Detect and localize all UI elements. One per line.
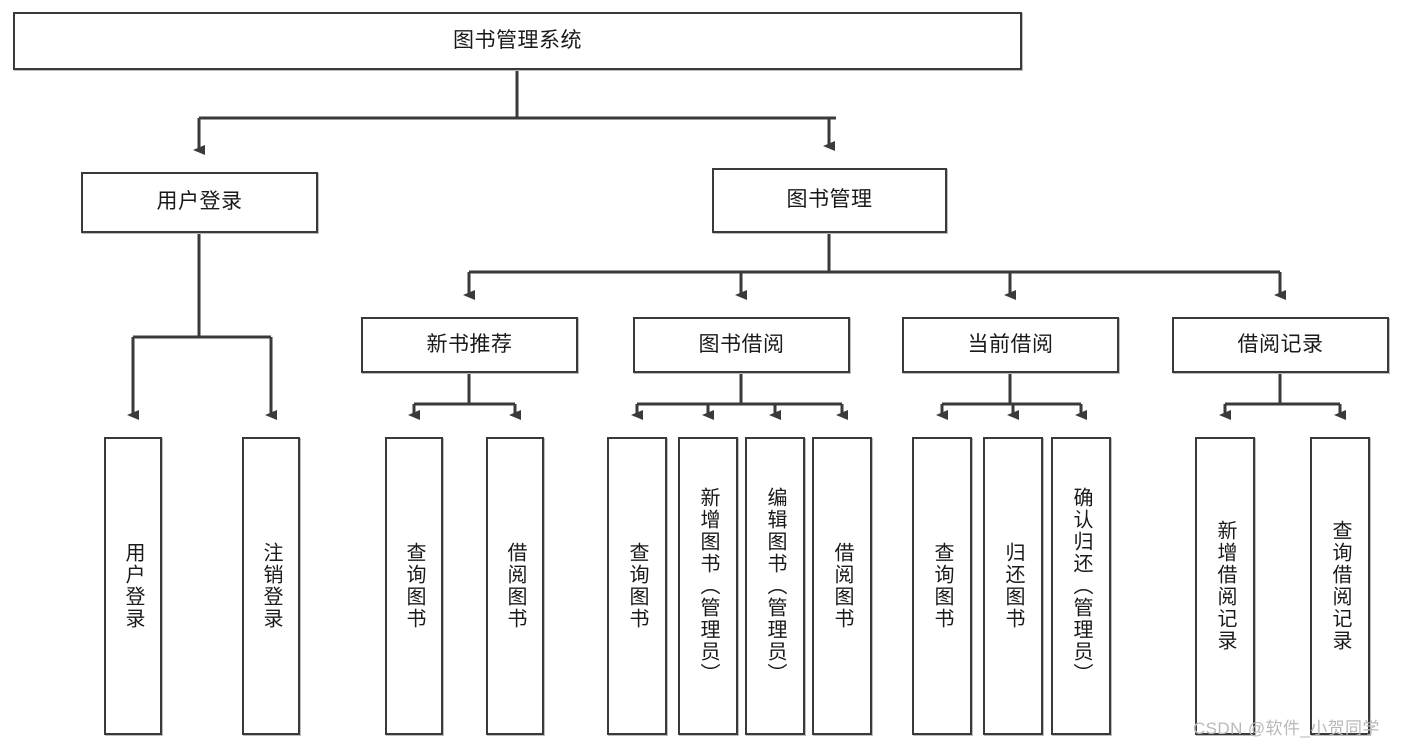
node-leaf-edit-book[interactable]: 编辑图书（管理员） — [745, 437, 805, 735]
node-book-management-label: 图书管理 — [786, 188, 873, 212]
node-book-management[interactable]: 图书管理 — [712, 168, 947, 233]
node-new-book-recommend[interactable]: 新书推荐 — [361, 317, 578, 373]
node-root[interactable]: 图书管理系统 — [13, 12, 1022, 70]
node-current-borrow[interactable]: 当前借阅 — [902, 317, 1119, 373]
node-borrow-record[interactable]: 借阅记录 — [1172, 317, 1389, 373]
edge-group-book-borrow — [631, 373, 848, 420]
edge-group-borrow-record — [1219, 373, 1346, 420]
node-leaf-add-book[interactable]: 新增图书（管理员） — [678, 437, 738, 735]
edge-group-current-borrow — [936, 373, 1087, 420]
node-leaf-user-login[interactable]: 用户登录 — [104, 437, 162, 735]
node-leaf-edit-book-label: 编辑图书（管理员） — [764, 487, 786, 685]
node-leaf-user-login-label: 用户登录 — [122, 542, 144, 630]
edge-group-user-login — [127, 233, 277, 420]
node-new-book-recommend-label: 新书推荐 — [426, 332, 513, 356]
edge-group-new-book-recommend — [408, 373, 521, 420]
node-leaf-add-borrow-record[interactable]: 新增借阅记录 — [1195, 437, 1255, 735]
node-leaf-return-book[interactable]: 归还图书 — [983, 437, 1043, 735]
node-leaf-confirm-return-label: 确认归还（管理员） — [1070, 487, 1092, 685]
node-leaf-borrow-book-1[interactable]: 借阅图书 — [486, 437, 544, 735]
node-leaf-query-borrow-record[interactable]: 查询借阅记录 — [1310, 437, 1370, 735]
node-book-borrow[interactable]: 图书借阅 — [633, 317, 850, 373]
node-leaf-query-borrow-record-label: 查询借阅记录 — [1329, 520, 1351, 652]
node-leaf-borrow-book-2[interactable]: 借阅图书 — [812, 437, 872, 735]
node-leaf-query-book-1-label: 查询图书 — [403, 542, 425, 630]
node-leaf-logout-label: 注销登录 — [260, 542, 282, 630]
node-leaf-add-book-label: 新增图书（管理员） — [697, 487, 719, 685]
node-leaf-return-book-label: 归还图书 — [1002, 542, 1024, 630]
node-leaf-query-book-3[interactable]: 查询图书 — [912, 437, 972, 735]
node-leaf-confirm-return[interactable]: 确认归还（管理员） — [1051, 437, 1111, 735]
node-leaf-query-book-3-label: 查询图书 — [931, 542, 953, 630]
node-leaf-add-borrow-record-label: 新增借阅记录 — [1214, 520, 1236, 652]
node-current-borrow-label: 当前借阅 — [967, 332, 1054, 356]
node-user-login[interactable]: 用户登录 — [81, 172, 318, 233]
node-leaf-query-book-2-label: 查询图书 — [626, 542, 648, 630]
node-leaf-query-book-1[interactable]: 查询图书 — [385, 437, 443, 735]
node-root-label: 图书管理系统 — [453, 28, 582, 52]
node-leaf-borrow-book-2-label: 借阅图书 — [831, 542, 853, 630]
edge-group-book-management — [463, 233, 1286, 300]
node-book-borrow-label: 图书借阅 — [698, 332, 785, 356]
edge-group-root — [193, 70, 836, 155]
node-user-login-label: 用户登录 — [156, 190, 243, 214]
node-borrow-record-label: 借阅记录 — [1237, 332, 1324, 356]
node-leaf-borrow-book-1-label: 借阅图书 — [504, 542, 526, 630]
node-leaf-query-book-2[interactable]: 查询图书 — [607, 437, 667, 735]
node-leaf-logout[interactable]: 注销登录 — [242, 437, 300, 735]
